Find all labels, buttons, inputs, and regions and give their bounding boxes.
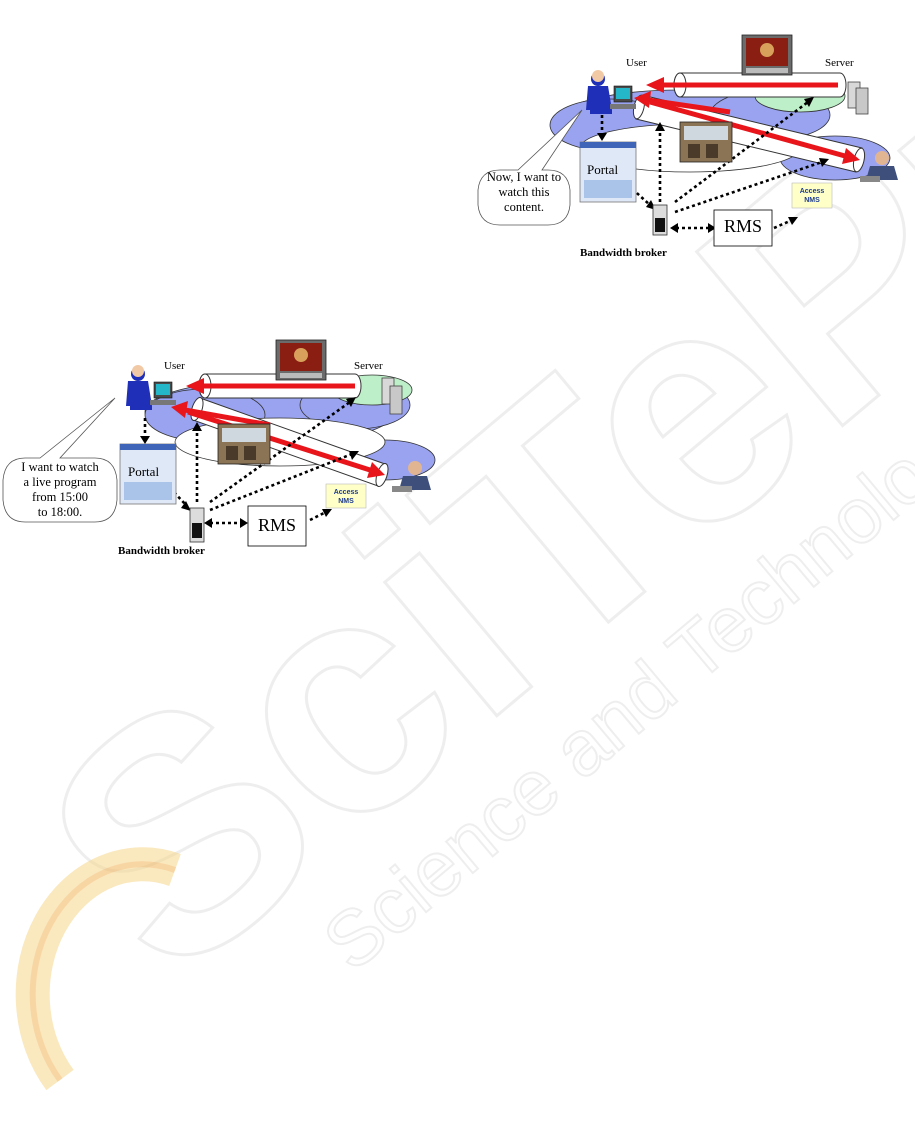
server-label: Server: [825, 57, 854, 69]
speech-bubble-text: I want to watch a live program from 15:0…: [3, 460, 117, 520]
live-video-thumbnail: [276, 340, 326, 380]
classroom-photo: [680, 122, 732, 162]
server-label: Server: [354, 360, 383, 372]
broker-server-icon: [190, 508, 204, 542]
access-nms-label: Access NMS: [792, 187, 832, 205]
portal-label: Portal: [587, 162, 618, 178]
content-server-icon: [848, 82, 868, 114]
diagram-reservation-now: User Server Now, I want to watch this co…: [470, 30, 910, 290]
user-label: User: [626, 57, 647, 69]
rms-label: RMS: [248, 515, 306, 536]
rms-label: RMS: [714, 216, 772, 237]
access-nms-label: Access NMS: [326, 488, 366, 506]
watermark-sun-logo: [33, 864, 175, 1080]
bandwidth-broker-label: Bandwidth broker: [580, 247, 667, 259]
bandwidth-broker-label: Bandwidth broker: [118, 545, 205, 557]
portal-label: Portal: [128, 464, 159, 480]
user-label: User: [164, 360, 185, 372]
classroom-photo: [218, 424, 270, 464]
live-video-thumbnail: [742, 35, 792, 75]
speech-bubble-text: Now, I want to watch this content.: [478, 170, 570, 215]
broker-server-icon: [653, 205, 667, 235]
diagram-reservation-scheduled: User Server I want to watch a live progr…: [0, 330, 440, 590]
user-figure-icon: [586, 70, 636, 114]
